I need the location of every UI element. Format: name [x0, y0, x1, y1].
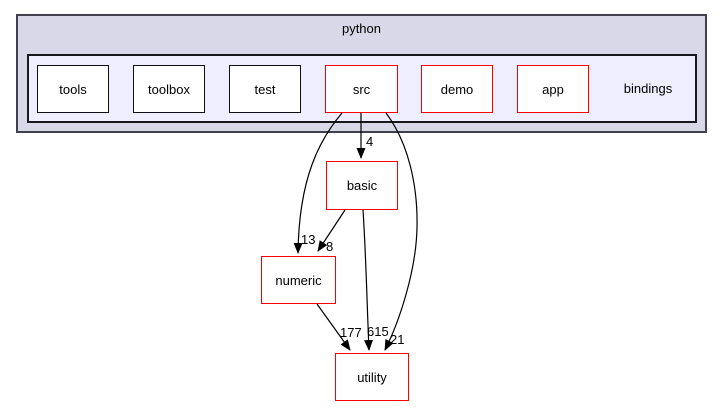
edge-count-src-numeric[interactable]: 13 [301, 232, 315, 247]
node-src[interactable]: src [325, 65, 398, 113]
node-toolbox-label: toolbox [148, 81, 190, 97]
node-test-label: test [254, 81, 276, 97]
edge-count-numeric-utility[interactable]: 177 [340, 325, 362, 340]
edge-src-utility-arrow [384, 112, 418, 351]
node-utility[interactable]: utility [335, 353, 409, 401]
edge-count-src-utility[interactable]: 21 [390, 332, 404, 347]
node-utility-label: utility [357, 369, 387, 385]
node-numeric-label: numeric [275, 272, 322, 288]
node-basic-label: basic [346, 178, 378, 193]
node-numeric[interactable]: numeric [261, 256, 336, 304]
edge-count-src-basic[interactable]: 4 [366, 134, 373, 149]
cluster-python-label[interactable]: python [341, 21, 382, 36]
node-demo-label: demo [440, 81, 474, 97]
node-demo[interactable]: demo [421, 65, 493, 113]
node-app[interactable]: app [517, 65, 589, 113]
edge-count-basic-utility[interactable]: 615 [367, 324, 389, 339]
cluster-bindings-label[interactable]: bindings [623, 81, 673, 96]
node-app-label: app [542, 81, 564, 97]
node-toolbox[interactable]: toolbox [133, 65, 205, 113]
node-basic[interactable]: basic [326, 161, 398, 210]
node-tools[interactable]: tools [37, 65, 109, 113]
node-test[interactable]: test [229, 65, 301, 113]
node-tools-label: tools [59, 81, 87, 97]
node-src-label: src [352, 81, 371, 97]
edge-count-basic-numeric[interactable]: 8 [326, 239, 333, 254]
